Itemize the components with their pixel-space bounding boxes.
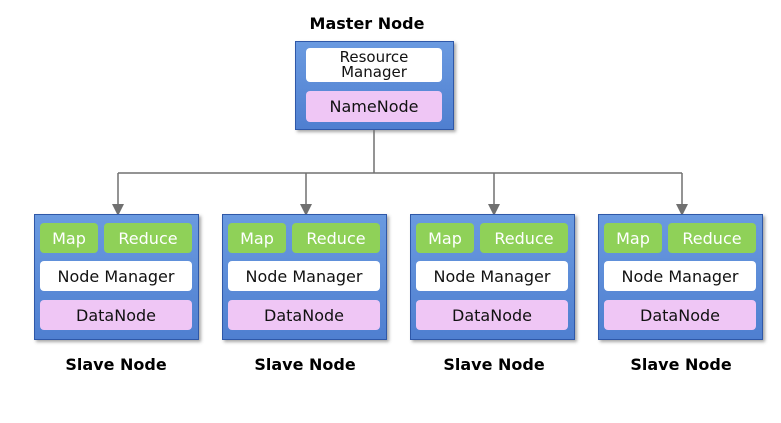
slave-node-label-2: Slave Node (254, 355, 356, 374)
node-manager-box: Node Manager (40, 261, 192, 291)
map-box: Map (416, 223, 474, 253)
node-manager-box: Node Manager (416, 261, 568, 291)
reduce-box: Reduce (668, 223, 756, 253)
datanode-box: DataNode (40, 300, 192, 330)
map-box: Map (604, 223, 662, 253)
slave-node-box-3: Map Reduce Node Manager DataNode (410, 214, 575, 340)
master-node-title: Master Node (309, 14, 425, 33)
node-manager-box: Node Manager (228, 261, 380, 291)
datanode-box: DataNode (416, 300, 568, 330)
datanode-box: DataNode (604, 300, 756, 330)
reduce-box: Reduce (104, 223, 192, 253)
slave-node-label-3: Slave Node (443, 355, 545, 374)
slave-node-box-4: Map Reduce Node Manager DataNode (598, 214, 763, 340)
datanode-box: DataNode (228, 300, 380, 330)
namenode-box: NameNode (306, 91, 442, 122)
node-manager-box: Node Manager (604, 261, 756, 291)
slave-node-box-2: Map Reduce Node Manager DataNode (222, 214, 387, 340)
slave-node-box-1: Map Reduce Node Manager DataNode (34, 214, 199, 340)
reduce-box: Reduce (292, 223, 380, 253)
slave-node-label-1: Slave Node (65, 355, 167, 374)
resource-manager-box: Resource Manager (306, 48, 442, 82)
slave-node-label-4: Slave Node (630, 355, 732, 374)
reduce-box: Reduce (480, 223, 568, 253)
map-box: Map (228, 223, 286, 253)
map-box: Map (40, 223, 98, 253)
master-node-box: Resource Manager NameNode (295, 41, 454, 130)
